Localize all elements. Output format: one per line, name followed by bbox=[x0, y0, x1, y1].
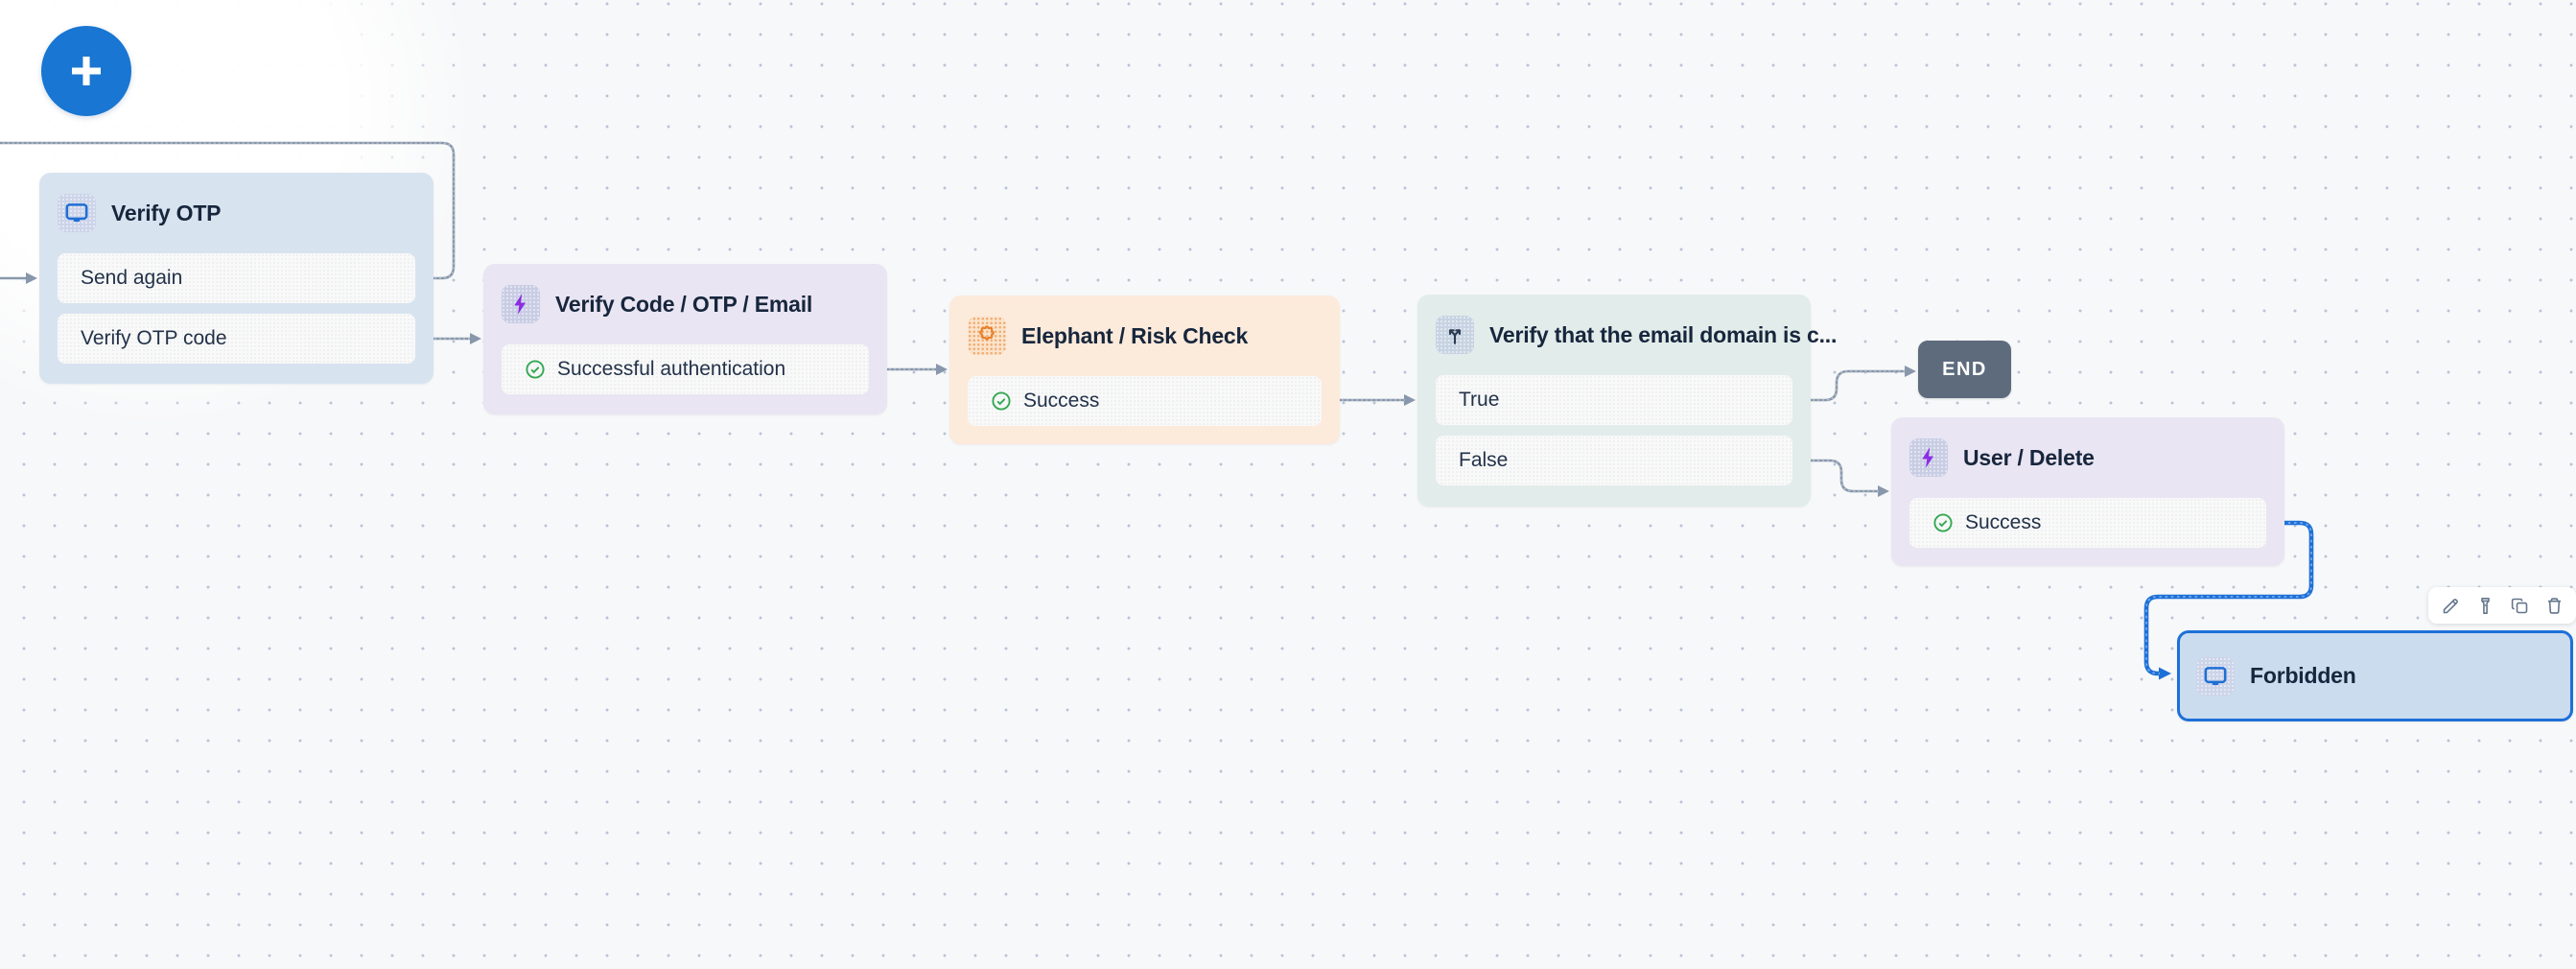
test-button[interactable] bbox=[2474, 595, 2495, 616]
pencil-icon bbox=[2443, 598, 2458, 613]
node-header: Verify OTP bbox=[58, 194, 415, 232]
node-elephant-risk-check[interactable]: Elephant / Risk Check Success bbox=[949, 295, 1340, 444]
duplicate-button[interactable] bbox=[2509, 595, 2530, 616]
plus-icon bbox=[72, 57, 101, 85]
node-user-delete[interactable]: User / Delete Success bbox=[1891, 417, 2284, 566]
delete-button[interactable] bbox=[2543, 595, 2564, 616]
node-forbidden[interactable]: Forbidden bbox=[2177, 630, 2573, 721]
port-label: False bbox=[1459, 449, 1509, 471]
port-success[interactable]: Success bbox=[1909, 498, 2266, 548]
port-label: True bbox=[1459, 389, 1500, 411]
puzzle-icon bbox=[968, 317, 1006, 355]
edge-user-delete-success-to-forbidden bbox=[2143, 520, 2314, 680]
branch-icon bbox=[1436, 316, 1474, 354]
lightning-icon bbox=[502, 285, 540, 323]
lightning-icon bbox=[1909, 438, 1948, 477]
port-false[interactable]: False bbox=[1436, 436, 1792, 485]
flashlight-icon bbox=[2480, 597, 2490, 614]
node-verify-otp[interactable]: Verify OTP Send again Verify OTP code bbox=[39, 173, 433, 384]
node-header: Forbidden bbox=[2196, 656, 2356, 696]
edge-texture bbox=[2145, 522, 2312, 674]
port-label: Successful authentication bbox=[557, 358, 786, 380]
monitor-icon bbox=[2196, 656, 2235, 696]
node-title: Forbidden bbox=[2250, 663, 2356, 688]
edge-true-to-end bbox=[1793, 366, 1916, 402]
port-label: Success bbox=[1023, 390, 1100, 412]
node-header: Verify that the email domain is c... bbox=[1436, 316, 1837, 354]
port-label: Send again bbox=[81, 267, 183, 289]
end-label: END bbox=[1942, 358, 1987, 380]
node-title: Verify Code / OTP / Email bbox=[555, 291, 813, 317]
port-label: Verify OTP code bbox=[81, 327, 227, 349]
monitor-icon bbox=[58, 194, 96, 232]
port-label: Success bbox=[1965, 511, 2042, 533]
check-circle-icon bbox=[526, 360, 545, 379]
node-header: Elephant / Risk Check bbox=[968, 317, 1322, 355]
port-true[interactable]: True bbox=[1436, 375, 1792, 425]
edge-false-to-user-delete bbox=[1793, 459, 1889, 497]
edit-button[interactable] bbox=[2440, 595, 2461, 616]
port-success[interactable]: Success bbox=[968, 376, 1322, 426]
node-header: User / Delete bbox=[1909, 438, 2266, 477]
copy-icon bbox=[2511, 598, 2527, 613]
trash-icon bbox=[2547, 597, 2561, 614]
check-circle-icon bbox=[1933, 513, 1953, 532]
node-title: Elephant / Risk Check bbox=[1021, 322, 1249, 348]
port-successful-authentication[interactable]: Successful authentication bbox=[502, 344, 869, 394]
port-verify-otp-code[interactable]: Verify OTP code bbox=[58, 314, 415, 364]
node-verify-code-otp-email[interactable]: Verify Code / OTP / Email Successful aut… bbox=[483, 264, 887, 414]
node-title: Verify that the email domain is c... bbox=[1489, 321, 1838, 347]
add-node-button[interactable] bbox=[41, 26, 131, 116]
node-toolbar bbox=[2428, 587, 2576, 624]
edge-texture bbox=[1793, 460, 1879, 492]
port-send-again[interactable]: Send again bbox=[58, 253, 415, 303]
node-header: Verify Code / OTP / Email bbox=[502, 285, 869, 323]
edge-texture bbox=[1793, 370, 1906, 401]
node-title: Verify OTP bbox=[111, 200, 222, 225]
check-circle-icon bbox=[992, 391, 1011, 411]
node-verify-email-domain[interactable]: Verify that the email domain is c... Tru… bbox=[1417, 295, 1837, 507]
node-title: User / Delete bbox=[1963, 444, 2095, 470]
node-end[interactable]: END bbox=[1918, 341, 2011, 398]
